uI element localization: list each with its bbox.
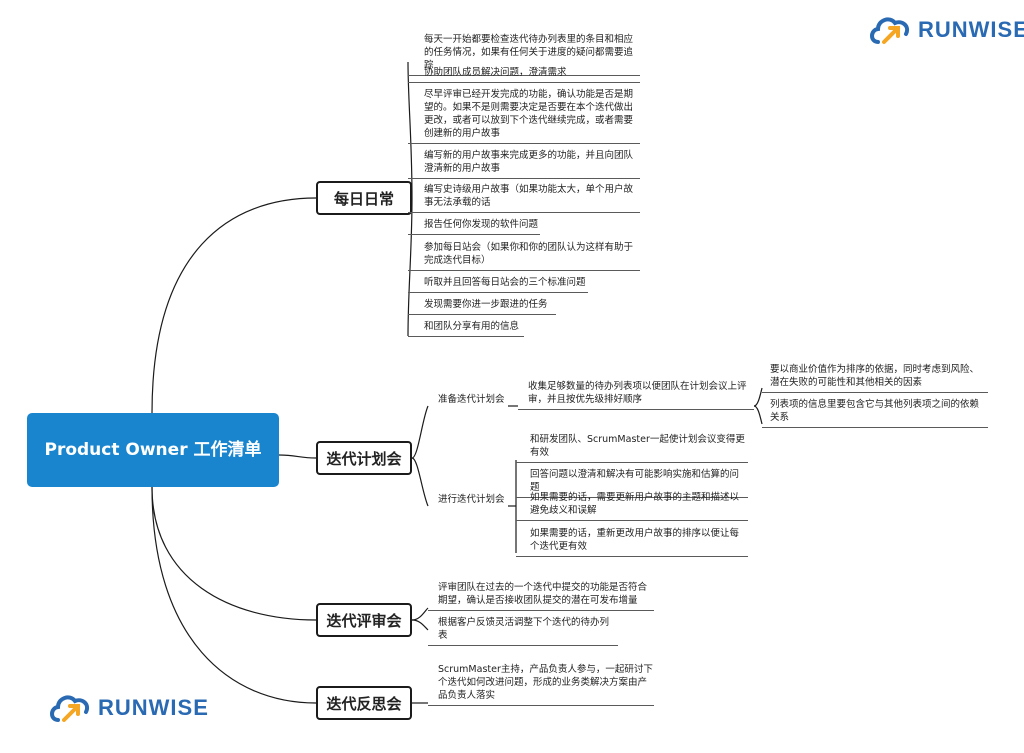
planning-prepare-subitem[interactable]: 列表项的信息里要包含它与其他列表项之间的依赖关系 — [762, 398, 988, 428]
item-text: 编写新的用户故事来完成更多的功能，并且向团队澄清新的用户故事 — [424, 150, 634, 174]
planning-prepare-subitem[interactable]: 要以商业价值作为排序的依据，同时考虑到风险、潜在失败的可能性和其他相关的因素 — [762, 363, 988, 393]
planning-run-item[interactable]: 如果需要的话，需要更新用户故事的主题和描述以避免歧义和误解 — [516, 491, 748, 521]
item-text: 要以商业价值作为排序的依据，同时考虑到风险、潜在失败的可能性和其他相关的因素 — [770, 364, 980, 388]
daily-item[interactable]: 每天一开始都要检查迭代待办列表里的条目和相应的任务情况，如果有任何关于进度的疑问… — [408, 33, 640, 76]
node-label: 准备迭代计划会 — [438, 394, 505, 405]
daily-item[interactable]: 尽早评审已经开发完成的功能，确认功能是否是期望的。如果不是则需要决定是否要在本个… — [408, 88, 640, 144]
item-text: 和研发团队、ScrumMaster一起使计划会议变得更有效 — [530, 434, 745, 458]
root-node[interactable]: Product Owner 工作清单 — [27, 413, 279, 487]
daily-item[interactable]: 协助团队成员解决问题，澄清需求 — [408, 66, 640, 83]
runwise-logo-bottom: RUNWISE — [48, 690, 209, 726]
item-text: 尽早评审已经开发完成的功能，确认功能是否是期望的。如果不是则需要决定是否要在本个… — [424, 89, 634, 139]
branch-daily[interactable]: 每日日常 — [316, 181, 412, 215]
item-text: 如果需要的话，重新更改用户故事的排序以便让每个迭代更有效 — [530, 528, 740, 552]
branch-label: 迭代计划会 — [326, 449, 402, 468]
cloud-logo-icon — [870, 17, 909, 44]
item-text: 参加每日站会（如果你和你的团队认为这样有助于完成迭代目标） — [424, 242, 634, 266]
planning-run-item[interactable]: 回答问题以澄清和解决有可能影响实施和估算的问题 — [516, 468, 748, 498]
item-text: 列表项的信息里要包含它与其他列表项之间的依赖关系 — [770, 399, 980, 423]
item-text: 协助团队成员解决问题，澄清需求 — [424, 67, 567, 78]
daily-item[interactable]: 听取并且回答每日站会的三个标准问题 — [408, 276, 588, 293]
planning-run-node[interactable]: 进行迭代计划会 — [438, 493, 505, 506]
planning-run-item[interactable]: 如果需要的话，重新更改用户故事的排序以便让每个迭代更有效 — [516, 527, 748, 557]
branch-label: 迭代反思会 — [326, 694, 402, 713]
item-text: 发现需要你进一步跟进的任务 — [424, 299, 548, 310]
review-item[interactable]: 根据客户反馈灵活调整下个迭代的待办列表 — [428, 616, 618, 646]
item-text: ScrumMaster主持，产品负责人参与，一起研讨下个迭代如何改进问题，形成的… — [438, 664, 653, 701]
review-item[interactable]: 评审团队在过去的一个迭代中提交的功能是否符合期望，确认是否接收团队提交的潜在可发… — [428, 581, 654, 611]
item-text: 如果需要的话，需要更新用户故事的主题和描述以避免歧义和误解 — [530, 492, 740, 516]
retro-item[interactable]: ScrumMaster主持，产品负责人参与，一起研讨下个迭代如何改进问题，形成的… — [428, 663, 654, 706]
item-text: 报告任何你发现的软件问题 — [424, 219, 539, 230]
branch-review[interactable]: 迭代评审会 — [316, 603, 412, 637]
planning-run-item[interactable]: 和研发团队、ScrumMaster一起使计划会议变得更有效 — [516, 433, 748, 463]
node-label: 进行迭代计划会 — [438, 494, 505, 505]
item-text: 编写史诗级用户故事（如果功能太大，单个用户故事无法承载的话 — [424, 184, 634, 208]
logo-wordmark: RUNWISE — [918, 17, 1024, 42]
daily-item[interactable]: 参加每日站会（如果你和你的团队认为这样有助于完成迭代目标） — [408, 241, 640, 271]
branch-label: 迭代评审会 — [326, 611, 402, 630]
planning-prepare-node[interactable]: 准备迭代计划会 — [438, 393, 505, 406]
root-label: Product Owner 工作清单 — [44, 439, 262, 460]
item-text: 回答问题以澄清和解决有可能影响实施和估算的问题 — [530, 469, 740, 493]
item-text: 根据客户反馈灵活调整下个迭代的待办列表 — [438, 617, 610, 641]
planning-prepare-item[interactable]: 收集足够数量的待办列表项以便团队在计划会议上评审，并且按优先级排好顺序 — [518, 380, 754, 410]
runwise-logo-top: RUNWISE — [868, 12, 1024, 48]
daily-item[interactable]: 编写史诗级用户故事（如果功能太大，单个用户故事无法承载的话 — [408, 183, 640, 213]
item-text: 和团队分享有用的信息 — [424, 321, 520, 332]
branch-planning[interactable]: 迭代计划会 — [316, 441, 412, 475]
item-text: 听取并且回答每日站会的三个标准问题 — [424, 277, 586, 288]
item-text: 评审团队在过去的一个迭代中提交的功能是否符合期望，确认是否接收团队提交的潜在可发… — [438, 582, 648, 606]
daily-item[interactable]: 和团队分享有用的信息 — [408, 320, 524, 337]
daily-item[interactable]: 编写新的用户故事来完成更多的功能，并且向团队澄清新的用户故事 — [408, 149, 640, 179]
logo-wordmark: RUNWISE — [98, 695, 209, 720]
daily-item[interactable]: 发现需要你进一步跟进的任务 — [408, 298, 556, 315]
branch-retro[interactable]: 迭代反思会 — [316, 686, 412, 720]
daily-item[interactable]: 报告任何你发现的软件问题 — [408, 218, 540, 235]
branch-label: 每日日常 — [333, 189, 394, 208]
item-text: 每天一开始都要检查迭代待办列表里的条目和相应的任务情况，如果有任何关于进度的疑问… — [424, 34, 634, 71]
cloud-logo-icon — [50, 695, 89, 722]
item-text: 收集足够数量的待办列表项以便团队在计划会议上评审，并且按优先级排好顺序 — [528, 381, 747, 405]
